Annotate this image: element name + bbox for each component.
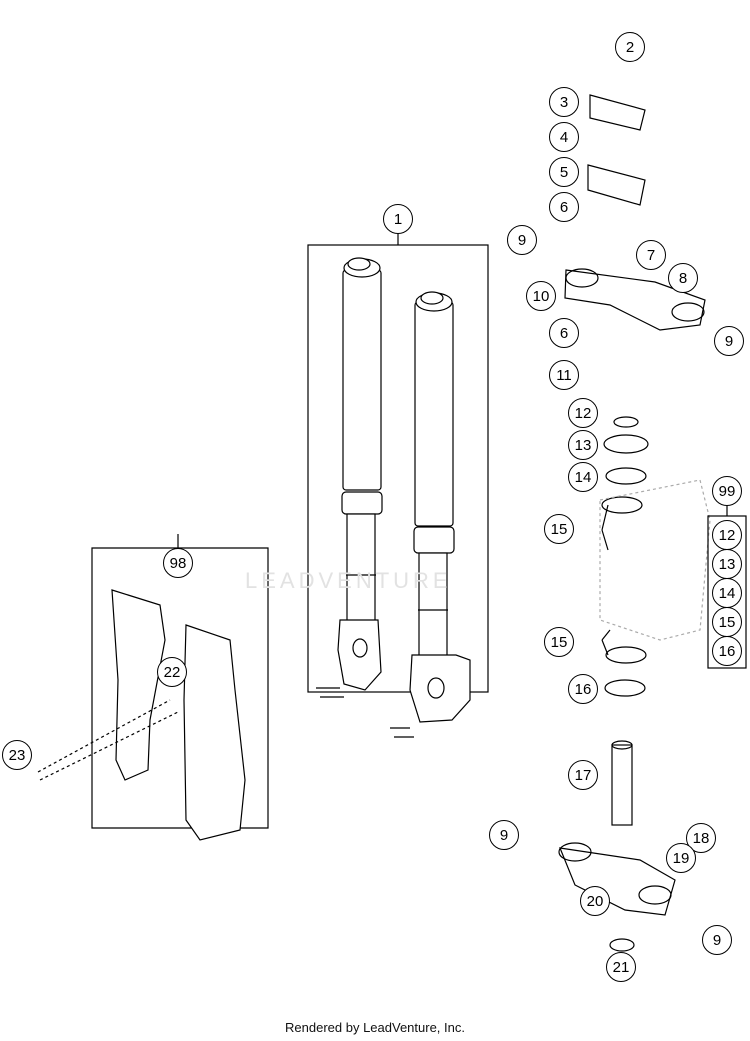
upper-triple-clamp	[564, 268, 706, 331]
fork-protector-right	[183, 624, 246, 841]
callout-3[interactable]: 3	[549, 87, 579, 117]
callout-15-upper[interactable]: 15	[544, 514, 574, 544]
callout-10[interactable]: 10	[526, 281, 556, 311]
callout-1[interactable]: 1	[383, 204, 413, 234]
callout-9-lower-right[interactable]: 9	[702, 925, 732, 955]
callout-98[interactable]: 98	[163, 548, 193, 578]
frame-head-outline	[599, 479, 711, 641]
callout-5[interactable]: 5	[549, 157, 579, 187]
bearing-stack	[601, 416, 649, 697]
callout-16[interactable]: 16	[568, 674, 598, 704]
stem-nut	[609, 938, 635, 952]
kit-99-item-15[interactable]: 15	[712, 607, 742, 637]
callout-14[interactable]: 14	[568, 462, 598, 492]
steering-stem	[611, 740, 633, 826]
kit-99-item-16[interactable]: 16	[712, 636, 742, 666]
callout-99[interactable]: 99	[712, 476, 742, 506]
fork-leg-right	[409, 291, 471, 723]
fork-group-box	[307, 244, 489, 693]
callout-18[interactable]: 18	[686, 823, 716, 853]
callout-9-upper-right[interactable]: 9	[714, 326, 744, 356]
kit-99-item-14[interactable]: 14	[712, 578, 742, 608]
callout-23[interactable]: 23	[2, 740, 32, 770]
callout-17[interactable]: 17	[568, 760, 598, 790]
callout-8[interactable]: 8	[668, 263, 698, 293]
callout-19[interactable]: 19	[666, 843, 696, 873]
callout-2[interactable]: 2	[615, 32, 645, 62]
callout-13[interactable]: 13	[568, 430, 598, 460]
callout-22[interactable]: 22	[157, 657, 187, 687]
callout-7[interactable]: 7	[636, 240, 666, 270]
watermark: LEADVENTURE	[245, 568, 452, 593]
callout-4[interactable]: 4	[549, 122, 579, 152]
lower-triple-clamp	[558, 842, 676, 916]
callout-9-lower-left[interactable]: 9	[489, 820, 519, 850]
footer-credit: Rendered by LeadVenture, Inc.	[285, 1020, 465, 1035]
callout-15-lower[interactable]: 15	[544, 627, 574, 657]
handlebar-clamp-top	[589, 94, 646, 131]
callout-11[interactable]: 11	[549, 360, 579, 390]
callout-12[interactable]: 12	[568, 398, 598, 428]
callout-6-upper[interactable]: 6	[549, 192, 579, 222]
fork-axle-bolts	[316, 687, 414, 738]
fork-protector-left	[111, 589, 166, 781]
callout-20[interactable]: 20	[580, 886, 610, 916]
callout-21[interactable]: 21	[606, 952, 636, 982]
callout-6-lower[interactable]: 6	[549, 318, 579, 348]
callout-9-upper-left[interactable]: 9	[507, 225, 537, 255]
handlebar-clamp-lower	[587, 164, 646, 206]
protector-group-box	[91, 547, 269, 829]
kit-99-item-13[interactable]: 13	[712, 549, 742, 579]
kit-99-item-12[interactable]: 12	[712, 520, 742, 550]
fork-leg-left	[337, 257, 383, 691]
